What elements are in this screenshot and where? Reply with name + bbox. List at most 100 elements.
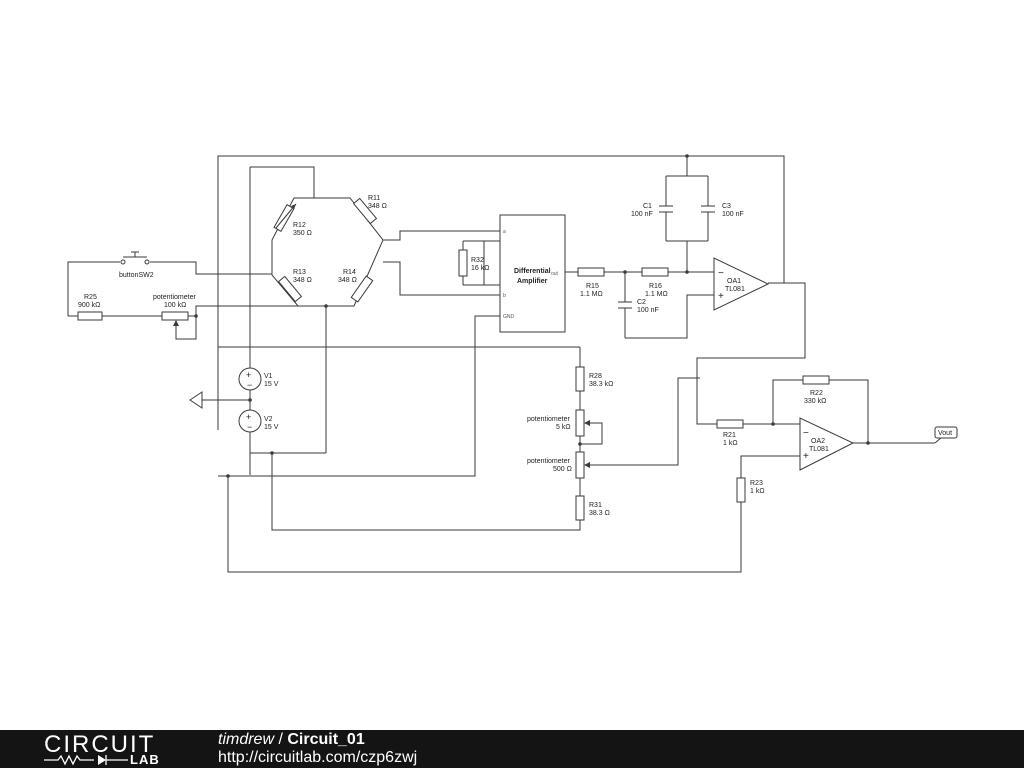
voltage-source-v1[interactable]: + − V1 15 V: [238, 367, 279, 391]
resistor-r13[interactable]: R13 348 Ω: [277, 269, 312, 303]
r31-name: R31: [589, 502, 602, 509]
pot2-value: 5 kΩ: [556, 424, 571, 431]
resistor-r15[interactable]: R15 1.1 MΩ: [577, 267, 605, 298]
op-amp-oa1[interactable]: − + OA1 TL081: [713, 257, 770, 311]
op-amp-oa2[interactable]: − + OA2 TL081: [799, 417, 855, 471]
wires: [67, 155, 935, 573]
resistor-r12[interactable]: R12 350 Ω: [273, 203, 312, 237]
v2-name: V2: [264, 416, 273, 423]
c2-name: C2: [637, 299, 646, 306]
r14-name: R14: [343, 269, 356, 276]
c3-name: C3: [722, 203, 731, 210]
r12-value: 350 Ω: [293, 230, 312, 237]
r25-value: 900 kΩ: [78, 302, 100, 309]
svg-text:+: +: [803, 451, 809, 462]
vout-label[interactable]: Vout: [934, 426, 958, 444]
junctions: [194, 154, 870, 478]
r16-name: R16: [649, 283, 662, 290]
diff-amp-line1: Differential: [514, 268, 551, 275]
diff-pin-gnd: GND: [503, 314, 515, 320]
sw2-name: buttonSW2: [119, 272, 154, 279]
pot3-value: 500 Ω: [553, 466, 572, 473]
resistor-r32[interactable]: R32 16 kΩ: [458, 241, 489, 285]
logo-bottom-text: LAB: [130, 752, 160, 767]
differential-amplifier[interactable]: a b GND out Differential Amplifier: [499, 214, 566, 333]
c1-value: 100 nF: [631, 211, 653, 218]
svg-text:−: −: [247, 380, 252, 390]
circuitlab-logo[interactable]: CIRCUIT LAB: [44, 731, 184, 767]
push-button-sw2[interactable]: buttonSW2: [119, 251, 154, 279]
circuit-url-link[interactable]: http://circuitlab.com/czp6zwj: [218, 749, 418, 766]
resistor-r11[interactable]: R11 348 Ω: [352, 195, 387, 225]
r11-name: R11: [368, 195, 380, 202]
resistor-r28[interactable]: R28 38.3 kΩ: [575, 366, 613, 392]
r13-value: 348 Ω: [293, 277, 312, 284]
r25-name: R25: [84, 294, 97, 301]
r21-value: 1 kΩ: [723, 440, 738, 447]
potentiometer-5k[interactable]: potentiometer 5 kΩ: [527, 409, 590, 437]
pot1-value: 100 kΩ: [164, 302, 186, 309]
v2-value: 15 V: [264, 424, 279, 431]
r14-value: 348 Ω: [338, 277, 357, 284]
schematic-canvas: R11 348 Ω R12 350 Ω R13 348 Ω R14 348 Ω …: [67, 154, 958, 573]
v1-name: V1: [264, 373, 273, 380]
diff-pin-a: a: [503, 229, 506, 235]
r16-value: 1.1 MΩ: [645, 291, 668, 298]
r28-name: R28: [589, 373, 602, 380]
r13-name: R13: [293, 269, 306, 276]
r22-name: R22: [810, 390, 823, 397]
svg-text:−: −: [803, 428, 809, 439]
resistor-r25[interactable]: R25 900 kΩ: [77, 294, 103, 321]
oa2-name: OA2: [811, 438, 825, 445]
r21-name: R21: [723, 432, 736, 439]
r22-value: 330 kΩ: [804, 398, 826, 405]
c2-value: 100 nF: [637, 307, 659, 314]
r15-value: 1.1 MΩ: [580, 291, 603, 298]
circuit-title-line: timdrew / Circuit_01: [218, 731, 365, 749]
r23-name: R23: [750, 480, 763, 487]
pot1-name: potentiometer: [153, 294, 196, 301]
svg-text:−: −: [247, 422, 252, 432]
oa1-value: TL081: [725, 286, 745, 293]
r15-name: R15: [586, 283, 599, 290]
oa1-name: OA1: [727, 278, 741, 285]
pot3-name: potentiometer: [527, 458, 570, 465]
svg-text:+: +: [246, 412, 251, 422]
circuit-title[interactable]: Circuit_01: [287, 731, 365, 748]
resistor-r23[interactable]: R23 1 kΩ: [736, 477, 765, 503]
capacitor-c1[interactable]: C1 100 nF: [631, 203, 673, 218]
voltage-source-v2[interactable]: + − V2 15 V: [238, 409, 279, 433]
c3-value: 100 nF: [722, 211, 744, 218]
r32-name: R32: [471, 257, 484, 264]
r32-value: 16 kΩ: [471, 265, 489, 272]
potentiometer-100k[interactable]: potentiometer 100 kΩ: [153, 294, 196, 326]
ground-symbol: [189, 391, 203, 409]
owner-name[interactable]: timdrew: [218, 731, 275, 748]
resistor-r31[interactable]: R31 38.3 Ω: [575, 495, 610, 521]
capacitor-c3[interactable]: C3 100 nF: [701, 203, 744, 218]
r12-name: R12: [293, 222, 306, 229]
r23-value: 1 kΩ: [750, 488, 765, 495]
diff-pin-b: b: [503, 293, 506, 299]
title-separator: /: [274, 731, 288, 748]
r28-value: 38.3 kΩ: [589, 381, 613, 388]
c1-name: C1: [643, 203, 652, 210]
pot2-name: potentiometer: [527, 416, 570, 423]
resistor-r21[interactable]: R21 1 kΩ: [716, 419, 744, 447]
oa2-value: TL081: [809, 446, 829, 453]
schematic-diagram: R11 348 Ω R12 350 Ω R13 348 Ω R14 348 Ω …: [67, 154, 958, 573]
footer-bar: CIRCUIT LAB timdrew / Circuit_01 http://…: [0, 730, 1024, 768]
diff-amp-line2: Amplifier: [517, 278, 548, 285]
resistor-r14[interactable]: R14 348 Ω: [338, 269, 374, 303]
svg-text:+: +: [246, 370, 251, 380]
resistor-r22[interactable]: R22 330 kΩ: [802, 375, 830, 405]
r31-value: 38.3 Ω: [589, 510, 610, 517]
logo-top-text: CIRCUIT: [44, 731, 156, 758]
diff-pin-out: out: [551, 271, 559, 277]
capacitor-c2[interactable]: C2 100 nF: [618, 299, 659, 314]
vout-text: Vout: [938, 430, 952, 437]
v1-value: 15 V: [264, 381, 279, 388]
resistor-r16[interactable]: R16 1.1 MΩ: [641, 267, 669, 298]
svg-text:−: −: [718, 268, 724, 279]
potentiometer-500[interactable]: potentiometer 500 Ω: [527, 451, 590, 479]
